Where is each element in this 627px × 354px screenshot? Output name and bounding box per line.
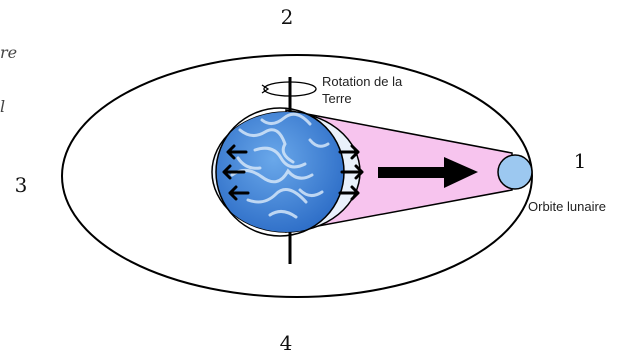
position-label-bottom: 4 (280, 331, 293, 354)
rotation-label-line2: Terre (322, 91, 352, 106)
rotation-arrow-icon (261, 81, 317, 97)
moon-label: Orbite lunaire (528, 199, 606, 214)
earth-icon (216, 112, 344, 232)
rotation-label-line1: Rotation de la (322, 74, 403, 89)
margin-fragment-2: l (0, 97, 5, 116)
big-arrow-to-moon-icon (378, 157, 478, 188)
moon-icon (497, 154, 533, 190)
left-bulge-arrows-icon (222, 144, 250, 201)
right-bulge-arrows-icon (338, 144, 364, 201)
position-label-top: 2 (281, 5, 294, 29)
position-label-left: 3 (15, 173, 28, 197)
position-label-right: 1 (574, 149, 587, 173)
margin-fragment-1: re (0, 43, 17, 62)
